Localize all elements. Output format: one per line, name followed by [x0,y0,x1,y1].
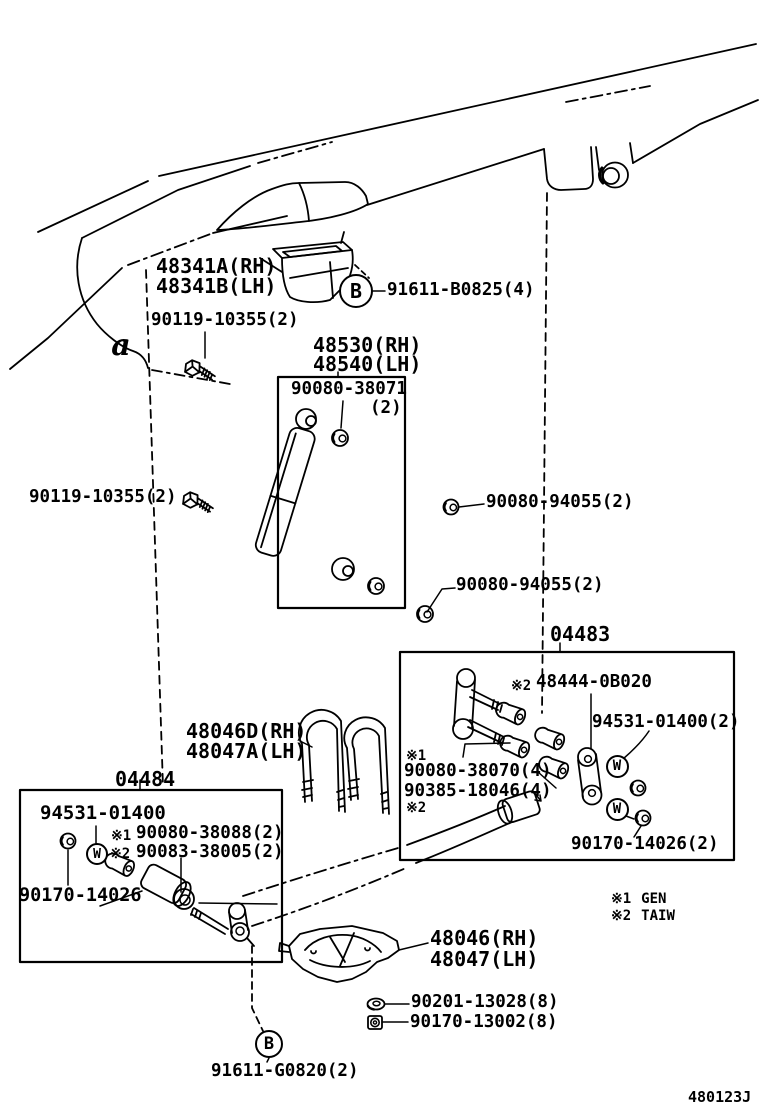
legend-text: GEN [641,891,667,907]
bracket-48341-drawing [259,231,354,304]
shock-absorber-drawing [254,408,355,581]
kit-04484-box [18,788,284,964]
part-label-91611-b0825: 91611-B0825(4) [387,280,535,300]
diagram-code: 480123J [688,1088,752,1106]
part-label-90080-38071-qty: (2) [370,398,402,418]
part-label-48341a-rh: 48341A(RH) [156,254,277,278]
legend-note-1: ※1 GEN [611,891,666,907]
part-label-kit-04483: 04483 [550,622,611,646]
leaf-spring-centerline [242,847,399,897]
part-label-90080-94055-upper: 90080-94055(2) [486,492,634,512]
u-bolt-drawing [297,708,390,815]
part-label-90201-13028: 90201-13028(8) [411,992,559,1012]
nut-icon [367,1015,383,1030]
legend-symbol: ※2 [611,908,632,924]
legend-note-2: ※2 TAIW [611,908,675,924]
spring-eye-bushing-drawing [406,790,541,864]
flange-nut-icons [59,429,652,850]
shackle-plate-inner-drawing [577,747,603,806]
part-label-90080-38071: 90080-38071 [291,379,407,399]
callout-washer-w-upper: W [605,754,629,778]
part-label-kit-04484: 04484 [115,767,176,791]
bushing-icons-04484 [104,852,195,910]
part-label-90080-38088: 90080-38088(2) [136,823,284,843]
part-label-90170-14026-left: 90170-14026 [19,885,142,906]
callout-fastener-b-top: B [339,274,373,308]
part-label-90119-10355-left: 90119-10355(2) [29,487,177,507]
legend-symbol: ※1 [611,891,632,907]
part-label-48046-rh: 48046(RH) [430,926,539,950]
part-label-48046d-rh: 48046D(RH) [186,719,307,743]
bushing-icons-04483 [495,701,570,780]
part-label-48444-prefix: ※2 [511,678,532,694]
part-label-48047-lh: 48047(LH) [430,947,539,971]
part-label-48047a-lh: 48047A(LH) [186,739,307,763]
part-label-90170-14026-right: 90170-14026(2) [571,834,719,854]
part-label-90080-38070: 90080-38070(4) [404,761,552,781]
spring-seat-drawing [278,925,400,983]
shackle-plate-outer-drawing [452,668,505,746]
washer-icon [366,997,386,1011]
callout-ref-a: a [111,327,131,363]
part-label-90170-13002: 90170-13002(8) [410,1012,558,1032]
part-label-48530-rh: 48530(RH) [313,333,422,357]
part-label-90083-38005: 90083-38005(2) [136,842,284,862]
part-label-38088-prefix: ※1 [111,828,132,844]
frame-rail-drawing [9,43,759,385]
part-label-91611-g0820: 91611-G0820(2) [211,1061,359,1081]
part-label-90119-10355-upper: 90119-10355(2) [151,310,299,330]
legend-text: TAIW [641,908,675,924]
part-label-48540-lh: 48540(LH) [313,352,422,376]
part-label-note1-box: ※1 [406,748,427,764]
part-label-38005-prefix: ※2 [110,846,131,862]
shackle-pin-drawing [190,902,255,947]
part-label-48341b-lh: 48341B(LH) [156,274,277,298]
leader-lines [67,290,650,1063]
spring-hanger-drawing [543,99,759,191]
callout-washer-w-left: W [86,843,108,865]
callout-fastener-b-bottom: B [255,1030,283,1058]
part-label-90385-18046: 90385-18046(4) [404,781,552,801]
part-label-48444-0b020: 48444-0B020 [536,672,652,692]
callout-washer-w-lower: W [605,797,629,821]
kit-04483-box [398,650,736,862]
part-label-90080-94055-lower: 90080-94055(2) [456,575,604,595]
part-label-94531-01400-right: 94531-01400(2) [592,712,740,732]
bolt-icon [182,491,214,514]
leaf-spring-centerline [251,867,407,927]
part-label-94531-01400-left: 94531-01400 [40,802,166,824]
bolt-icon [184,359,216,382]
part-label-note2-box: ※2 [406,800,427,816]
